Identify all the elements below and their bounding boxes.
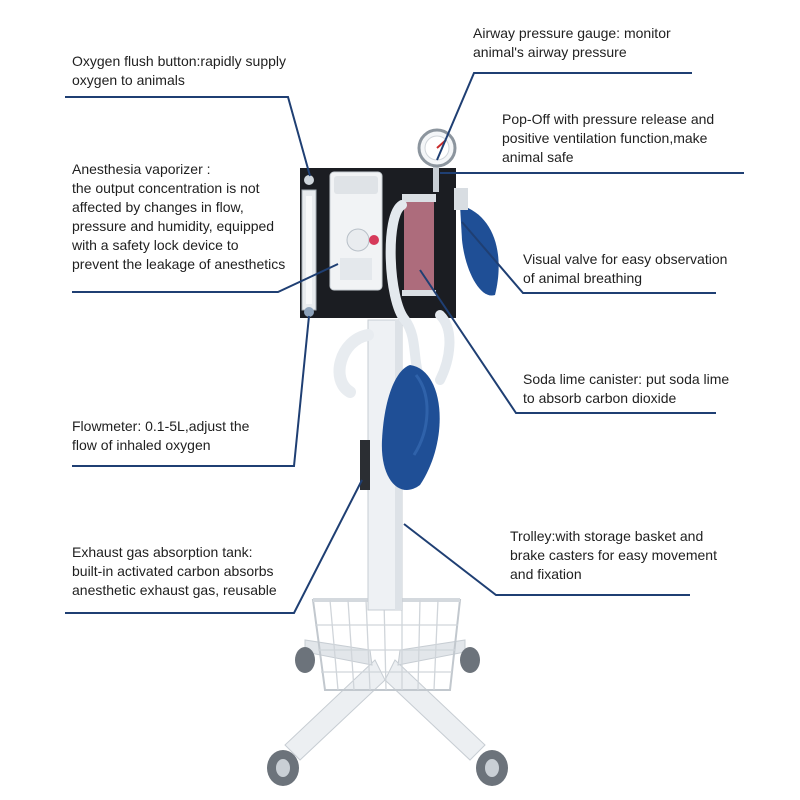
leader-soda-lime-canister <box>419 269 716 414</box>
annotation-line: Visual valve for easy observation <box>523 251 728 267</box>
breathing-tube-left <box>385 200 430 390</box>
leader-visual-valve <box>461 221 716 294</box>
annotation-line: the output concentration is not <box>72 180 260 196</box>
column-clamp <box>360 440 370 490</box>
annotation-line: pressure and humidity, equipped <box>72 218 275 234</box>
annotation-line: Pop-Off with pressure release and <box>502 111 715 127</box>
annotation-line: animal's airway pressure <box>473 44 627 60</box>
annotation-anesthesia-vaporizer: Anesthesia vaporizer : the output concen… <box>72 160 285 274</box>
leader-anesthesia-vaporizer <box>72 263 339 293</box>
annotation-pop-off: Pop-Off with pressure release and positi… <box>502 110 714 167</box>
base-leg-right <box>384 659 486 761</box>
leader-airway-pressure <box>436 72 692 161</box>
annotation-line: Airway pressure gauge: monitor <box>473 25 671 41</box>
soda-lime-canister-illustration <box>402 194 436 296</box>
annotation-trolley: Trolley:with storage basket and brake ca… <box>510 527 717 584</box>
annotation-line: with a safety lock device to <box>72 237 239 253</box>
annotation-line: Oxygen flush button:rapidly supply <box>72 53 287 69</box>
annotation-visual-valve: Visual valve for easy observation of ani… <box>523 250 727 288</box>
annotation-line: of animal breathing <box>523 270 643 286</box>
leader-oxygen-flush <box>65 96 311 177</box>
caster-front-right-hub <box>485 759 499 777</box>
annotation-line: affected by changes in flow, <box>72 199 244 215</box>
annotation-line: to absorb carbon dioxide <box>523 390 677 406</box>
annotation-oxygen-flush: Oxygen flush button:rapidly supply oxyge… <box>72 52 286 90</box>
visual-valve-bag <box>460 205 499 296</box>
leader-flowmeter <box>72 315 310 467</box>
annotation-line: Exhaust gas absorption tank: <box>72 544 253 560</box>
annotation-line: anesthetic exhaust gas, reusable <box>72 582 277 598</box>
annotation-line: Flowmeter: 0.1-5L,adjust the <box>72 418 250 434</box>
annotation-exhaust-gas-tank: Exhaust gas absorption tank: built-in ac… <box>72 543 277 600</box>
annotation-line: brake casters for easy movement <box>510 547 717 563</box>
annotation-line: built-in activated carbon absorbs <box>72 563 274 579</box>
breathing-tube-right <box>435 310 455 385</box>
vaporizer-unit <box>329 171 383 291</box>
base-leg-left <box>284 659 386 761</box>
annotation-soda-lime-canister: Soda lime canister: put soda lime to abs… <box>523 370 729 408</box>
airway-pressure-gauge-illustration <box>417 128 457 192</box>
annotation-line: Anesthesia vaporizer : <box>72 161 211 177</box>
annotation-line: oxygen to animals <box>72 72 185 88</box>
annotation-line: positive ventilation function,make <box>502 130 708 146</box>
annotation-line: flow of inhaled oxygen <box>72 437 211 453</box>
caster-front-left-hub <box>276 759 290 777</box>
annotation-line: prevent the leakage of anesthetics <box>72 256 286 272</box>
annotation-line: Trolley:with storage basket and <box>510 528 704 544</box>
trolley-base <box>267 639 508 786</box>
trolley-handle <box>333 329 374 398</box>
annotation-line: Soda lime canister: put soda lime <box>523 371 730 387</box>
annotation-flowmeter: Flowmeter: 0.1-5L,adjust the flow of inh… <box>72 417 249 455</box>
annotation-line: animal safe <box>502 149 574 165</box>
caster-back-left <box>295 647 315 673</box>
caster-back-right <box>460 647 480 673</box>
annotation-line: and fixation <box>510 566 582 582</box>
leader-trolley <box>403 523 690 596</box>
leader-exhaust-gas-tank <box>65 479 363 614</box>
annotation-airway-pressure-gauge: Airway pressure gauge: monitor animal's … <box>473 24 671 62</box>
